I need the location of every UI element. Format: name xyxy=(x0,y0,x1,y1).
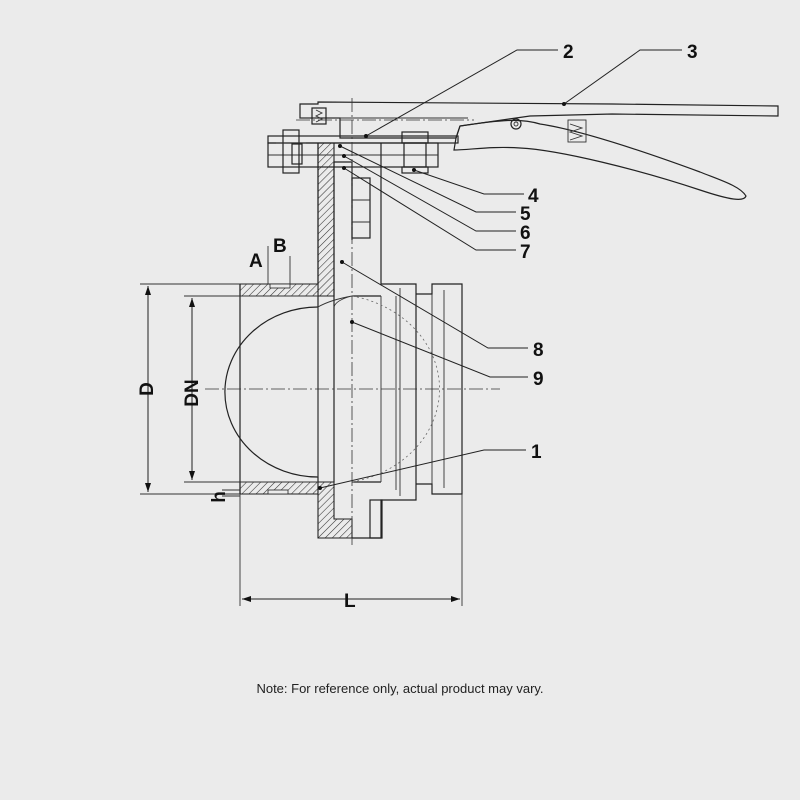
dimension-lines xyxy=(140,246,463,606)
dimension-label-dn: DN xyxy=(182,379,203,406)
part-label-6: 6 xyxy=(520,223,531,244)
reference-note: Note: For reference only, actual product… xyxy=(256,681,544,696)
part-label-8: 8 xyxy=(533,340,544,361)
part-label-2: 2 xyxy=(563,42,574,63)
handle-assembly xyxy=(267,101,779,200)
part-label-9: 9 xyxy=(533,369,544,390)
part-leaders xyxy=(318,49,682,490)
dimension-label-h: h xyxy=(209,491,230,503)
part-label-5: 5 xyxy=(520,204,531,225)
part-label-4: 4 xyxy=(528,186,539,207)
part-label-3: 3 xyxy=(687,42,698,63)
dimension-label-l: L xyxy=(344,591,356,612)
dimension-label-b: B xyxy=(273,236,287,257)
dimension-label-d: D xyxy=(137,382,158,396)
dimension-label-a: A xyxy=(249,251,263,272)
valve-body-outline xyxy=(239,143,463,539)
valve-body-section xyxy=(239,142,353,539)
part-label-7: 7 xyxy=(520,242,531,263)
part-label-1: 1 xyxy=(531,442,542,463)
